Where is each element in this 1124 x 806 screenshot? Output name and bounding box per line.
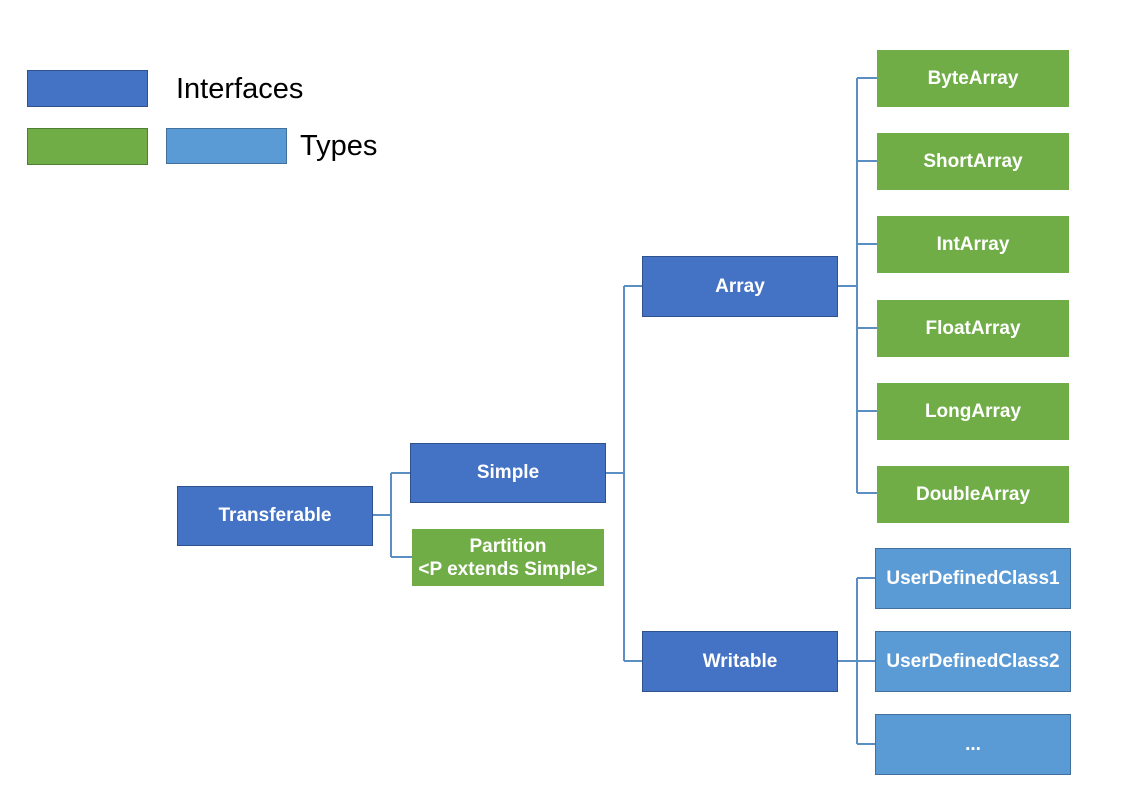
node-user-defined-class2-label: UserDefinedClass2 <box>886 650 1060 672</box>
node-short-array-label: ShortArray <box>923 150 1023 172</box>
node-simple: Simple <box>410 443 606 503</box>
node-array-label: Array <box>715 275 765 297</box>
node-long-array-label: LongArray <box>924 400 1022 422</box>
connector-writable-children <box>837 577 876 745</box>
node-more-types: ... <box>875 714 1071 775</box>
node-int-array: IntArray <box>877 216 1069 273</box>
node-double-array: DoubleArray <box>877 466 1069 523</box>
node-transferable-label: Transferable <box>218 505 332 526</box>
legend-interfaces-label: Interfaces <box>176 73 304 105</box>
node-partition-label-line1: Partition <box>469 535 547 557</box>
node-short-array: ShortArray <box>877 133 1069 190</box>
node-partition: Partition <P extends Simple> <box>412 529 604 586</box>
connector-simple-children <box>605 285 643 662</box>
node-writable-label: Writable <box>702 650 778 672</box>
connector-transferable-children <box>373 472 413 558</box>
legend-types-label: Types <box>300 130 378 162</box>
node-double-array-label: DoubleArray <box>915 483 1031 505</box>
node-writable: Writable <box>642 631 838 692</box>
node-transferable: Transferable <box>177 486 373 546</box>
legend-type-green-swatch <box>27 128 148 165</box>
node-byte-array-label: ByteArray <box>927 67 1019 89</box>
node-user-defined-class1-label: UserDefinedClass1 <box>886 567 1060 589</box>
node-float-array-label: FloatArray <box>925 317 1021 339</box>
node-simple-label: Simple <box>476 462 540 483</box>
node-byte-array: ByteArray <box>877 50 1069 107</box>
node-user-defined-class2: UserDefinedClass2 <box>875 631 1071 692</box>
node-int-array-label: IntArray <box>936 233 1010 255</box>
node-array: Array <box>642 256 838 317</box>
connector-array-children <box>837 77 877 494</box>
legend-type-light-swatch <box>166 128 287 164</box>
node-long-array: LongArray <box>877 383 1069 440</box>
node-user-defined-class1: UserDefinedClass1 <box>875 548 1071 609</box>
node-partition-label-line2: <P extends Simple> <box>418 558 598 580</box>
legend-interface-swatch <box>27 70 148 107</box>
node-float-array: FloatArray <box>877 300 1069 357</box>
node-more-types-label: ... <box>965 733 981 755</box>
